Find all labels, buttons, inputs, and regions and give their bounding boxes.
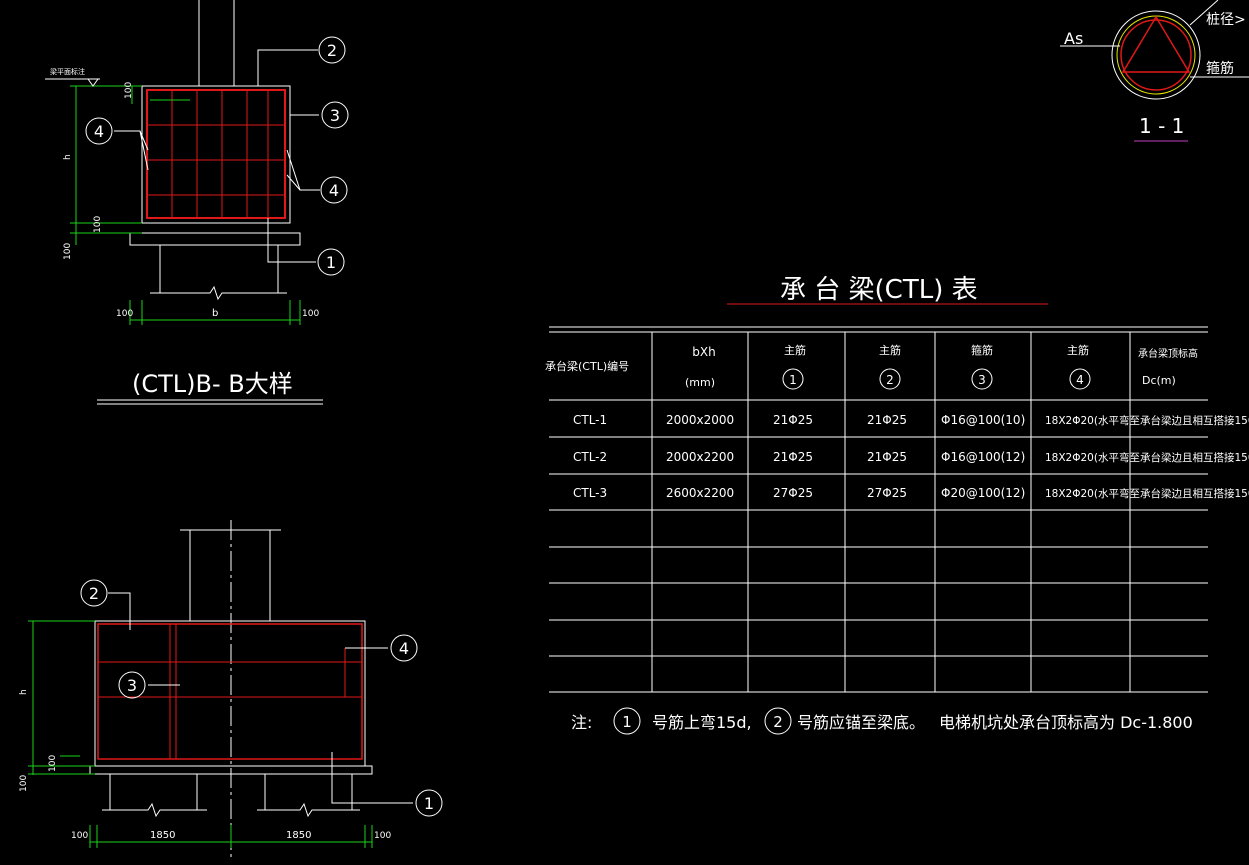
row-r1: 27Φ25 (773, 486, 813, 500)
elev-dim-h: h (19, 689, 29, 695)
elev-marker-3: 3 (127, 676, 137, 695)
header-col3-num: 2 (886, 373, 894, 387)
elevation-texts: h 100 100 100 1850 1850 100 2 3 4 1 (19, 584, 434, 841)
section-11-texts: As 桩径> 箍筋 1 - 1 (1064, 11, 1246, 138)
elev-dim-100a: 100 (48, 755, 58, 772)
section-bb-title: (CTL)B- B大样 (132, 370, 293, 398)
note: 注: 1 号筋上弯15d, 2 号筋应锚至梁底。 电梯机坑处承台顶标高为 Dc-… (571, 713, 1193, 732)
table-row: CTL-1 2000x2000 21Φ25 21Φ25 Φ16@100(10) … (573, 413, 1249, 427)
row-r3: Φ20@100(12) (941, 486, 1025, 500)
row-r3: Φ16@100(10) (941, 413, 1025, 427)
dim-left: 100 (116, 309, 133, 319)
row-id: CTL-3 (573, 486, 607, 500)
note-circle-2: 2 (773, 713, 783, 731)
row-r2: 27Φ25 (867, 486, 907, 500)
header-col5-num: 4 (1076, 373, 1084, 387)
row-r4: 18X2Φ20(水平弯至承台梁边且相互搭接150mm) (1045, 487, 1249, 500)
header-col0: 承台梁(CTL)编号 (545, 359, 629, 373)
section-11-detail (1060, 0, 1249, 142)
row-r2: 21Φ25 (867, 450, 907, 464)
marker-1: 1 (326, 253, 336, 272)
table-title: 承 台 梁(CTL) 表 (780, 275, 978, 305)
dim-b: b (212, 308, 218, 319)
row-r3: Φ16@100(12) (941, 450, 1025, 464)
section-bb-texts: 梁平面标注 100 h 100 100 100 b 100 2 3 4 4 1 … (50, 41, 340, 398)
header-col6-line1: 承台梁顶标高 (1138, 347, 1198, 360)
marker-4b: 4 (329, 181, 339, 200)
dim-h: h (63, 154, 73, 160)
header-col4: 箍筋 (971, 343, 993, 357)
note-circle-1: 1 (622, 713, 632, 731)
pile-label: 桩径> (1206, 11, 1246, 28)
ctl-table-grid (549, 303, 1208, 735)
header-col4-num: 3 (978, 373, 986, 387)
header-col2-num: 1 (789, 373, 797, 387)
note-text-3: 电梯机坑处承台顶标高为 Dc-1.800 (939, 713, 1193, 732)
stirrup-label: 箍筋 (1206, 60, 1234, 77)
table-row: CTL-2 2000x2200 21Φ25 21Φ25 Φ16@100(12) … (573, 450, 1249, 464)
section-11-title: 1 - 1 (1139, 114, 1184, 138)
row-r1: 21Φ25 (773, 450, 813, 464)
note-text-1: 号筋上弯15d, (652, 713, 752, 732)
elev-dim-span1: 1850 (150, 830, 175, 841)
header-col1-line1: bXh (692, 345, 715, 359)
table-row: CTL-3 2600x2200 27Φ25 27Φ25 Φ20@100(12) … (573, 486, 1249, 500)
elev-dim-left: 100 (71, 831, 88, 841)
row-bh: 2600x2200 (666, 486, 734, 500)
dim-100a: 100 (93, 216, 103, 233)
row-r1: 21Φ25 (773, 413, 813, 427)
elevation-detail (28, 520, 443, 860)
header-col2: 主筋 (784, 343, 806, 357)
dim-top: 100 (124, 82, 134, 99)
elev-marker-2: 2 (89, 584, 99, 603)
row-bh: 2000x2200 (666, 450, 734, 464)
elev-dim-100b: 100 (19, 775, 29, 792)
marker-2: 2 (327, 41, 337, 60)
row-r2: 21Φ25 (867, 413, 907, 427)
header-col5: 主筋 (1067, 343, 1089, 357)
header-col3: 主筋 (879, 343, 901, 357)
elev-dim-right: 100 (374, 831, 391, 841)
row-r4: 18X2Φ20(水平弯至承台梁边且相互搭接150mm) (1045, 451, 1249, 464)
note-text-2: 号筋应锚至梁底。 (797, 713, 925, 732)
row-id: CTL-2 (573, 450, 607, 464)
dim-100b: 100 (63, 243, 73, 260)
header-col1-line2: (mm) (685, 376, 715, 389)
elev-dim-span2: 1850 (286, 830, 311, 841)
as-label: As (1064, 29, 1083, 48)
note-label: 注: (571, 713, 592, 732)
row-id: CTL-1 (573, 413, 607, 427)
marker-4a: 4 (94, 122, 104, 141)
marker-3: 3 (330, 106, 340, 125)
elev-marker-1: 1 (424, 794, 434, 813)
dim-right: 100 (302, 309, 319, 319)
ctl-table: 承 台 梁(CTL) 表 承台梁(CTL)编号 bXh (mm) 主筋 1 主筋… (545, 275, 1249, 500)
row-bh: 2000x2000 (666, 413, 734, 427)
header-col6-line2: Dc(m) (1142, 374, 1176, 387)
row-r4: 18X2Φ20(水平弯至承台梁边且相互搭接150mm) (1045, 414, 1249, 427)
elev-marker-4: 4 (399, 639, 409, 658)
section-bb-detail (45, 0, 349, 405)
level-label: 梁平面标注 (50, 67, 85, 76)
